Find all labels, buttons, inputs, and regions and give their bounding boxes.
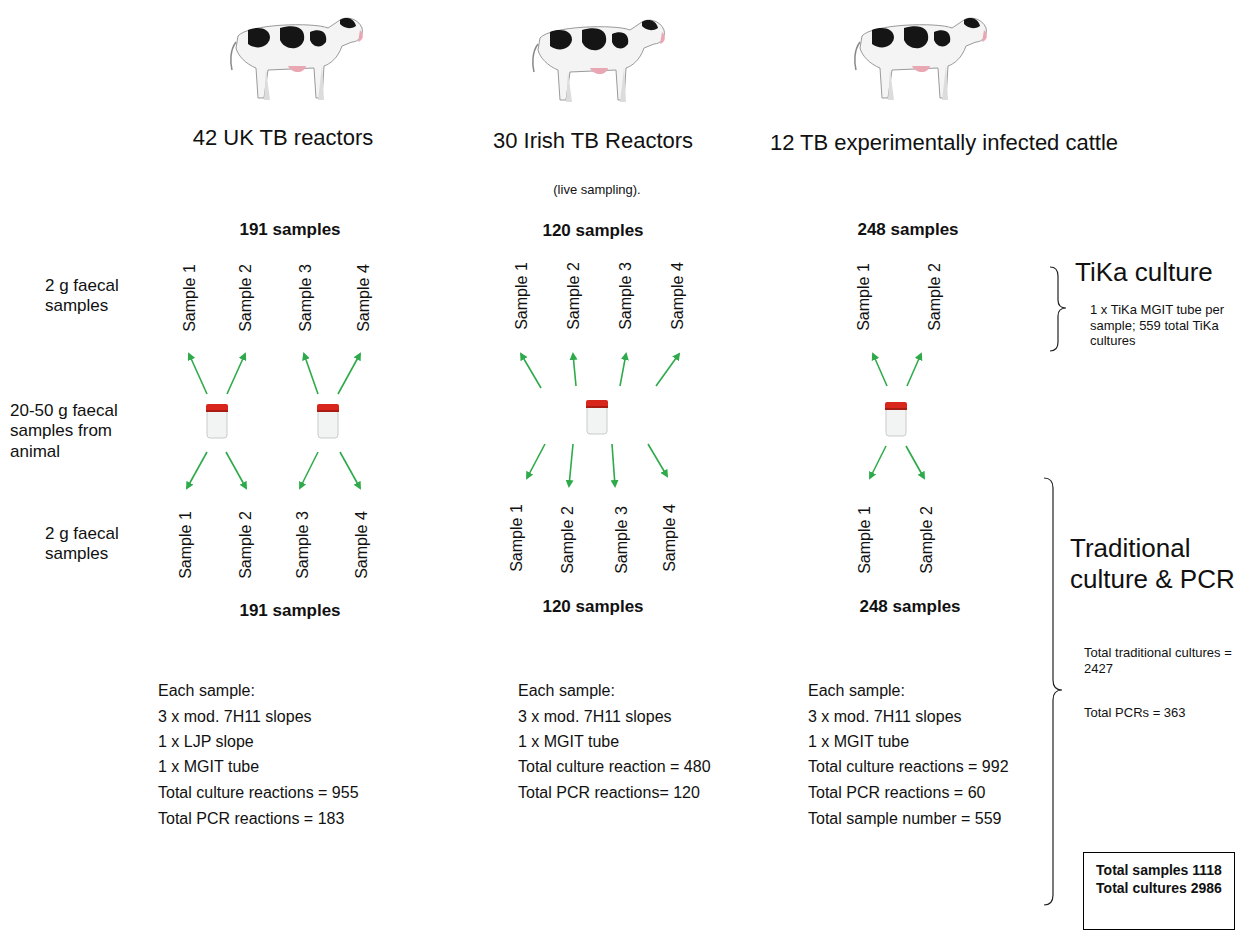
text-label: (live sampling). [553,182,640,198]
text-label: Total traditional cultures = 2427 [1084,645,1244,676]
sample-label: Sample 2 [917,506,936,574]
text-label: 3 x mod. 7H11 slopes [518,707,672,726]
text-label: 1 x LJP slope [158,732,254,751]
text-label: 12 TB experimentally infected cattle [770,130,1118,156]
text-label: Total culture reactions = 992 [808,757,1009,776]
text-label: Total PCRs = 363 [1084,705,1209,721]
text-label: 42 UK TB reactors [193,125,374,151]
text-label: 248 samples [857,220,958,240]
text-label: 2 g faecal samples [45,524,145,565]
total-text: Total cultures 2986 [1088,879,1230,897]
text-label: 191 samples [239,220,340,240]
text-label: 3 x mod. 7H11 slopes [158,707,312,726]
sample-label: Sample 1 [855,506,874,574]
sample-label: Sample 1 [176,511,195,579]
text-label: Each sample: [808,681,905,700]
text-label: Total culture reactions = 955 [158,783,359,802]
sample-label: Sample 1 [854,263,873,331]
sample-label: Sample 4 [352,511,371,579]
text-label: 248 samples [859,597,960,617]
text-label: 120 samples [542,221,643,241]
text-label: 20-50 g faecal samples from animal [10,401,142,462]
text-label: 120 samples [542,597,643,617]
text-label: 191 samples [239,601,340,621]
text-label: Each sample: [518,681,615,700]
sample-label: Sample 3 [296,264,315,332]
text-label: Total PCR reactions = 183 [158,809,344,828]
text-label: 30 Irish TB Reactors [493,128,693,154]
sample-label: Sample 3 [612,506,631,574]
text-label: 2 g faecal samples [45,276,145,317]
sample-label: Sample 4 [354,264,373,332]
text-label: 1 x MGIT tube [808,732,909,751]
text-label: Total culture reaction = 480 [518,757,711,776]
text-label: Each sample: [158,681,255,700]
text-label: 1 x MGIT tube [518,732,619,751]
sample-label: Sample 4 [668,262,687,330]
sample-label: Sample 1 [180,264,199,332]
sample-label: Sample 3 [616,262,635,330]
text-label: Total PCR reactions = 60 [808,783,985,802]
text-label: 3 x mod. 7H11 slopes [808,707,962,726]
text-label: Total PCR reactions= 120 [518,783,700,802]
text-label: TiKa culture [1075,257,1213,288]
total-text: Total samples 1118 [1088,861,1230,879]
sample-label: Sample 4 [660,504,679,572]
text-label: 1 x TiKa MGIT tube per sample; 559 total… [1090,302,1258,349]
sample-label: Sample 2 [558,506,577,574]
sample-label: Sample 3 [293,511,312,579]
sample-label: Sample 1 [507,504,526,572]
text-label: Total sample number = 559 [808,809,1001,828]
text-label: 1 x MGIT tube [158,757,259,776]
sample-label: Sample 2 [236,511,255,579]
sample-label: Sample 2 [564,262,583,330]
total-box: Total samples 1118Total cultures 2986 [1083,852,1235,930]
sample-label: Sample 2 [925,263,944,331]
sample-label: Sample 2 [236,264,255,332]
sample-label: Sample 1 [512,262,531,330]
text-label: Traditional culture & PCR [1070,533,1256,595]
